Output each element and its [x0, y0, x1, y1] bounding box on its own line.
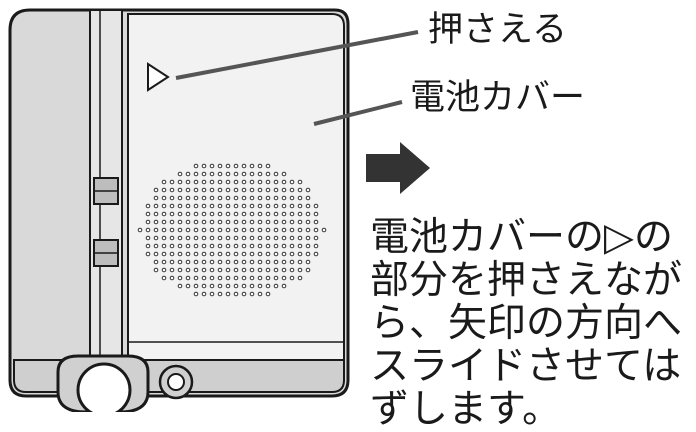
- instruction-line: ずします。: [370, 387, 562, 432]
- label-press: 押さえる: [428, 10, 567, 50]
- label-battery-cover: 電池カバー: [410, 78, 586, 118]
- leader-line-cover: [313, 100, 403, 126]
- device-body: [8, 8, 350, 412]
- battery-cover-panel: [127, 13, 345, 361]
- battery-cover-diagram: [8, 8, 430, 412]
- leader-line-press: [175, 30, 419, 80]
- instruction-line: 電池カバーの▷の: [370, 215, 673, 260]
- triangle-mark-icon: [147, 62, 170, 92]
- instruction-line: 部分を押さえなが: [370, 258, 683, 303]
- instruction-text: 電池カバーの▷の 部分を押さえなが ら、矢印の方向へ スライドさせては ずします…: [370, 216, 696, 431]
- strap-ring: [56, 354, 150, 412]
- instruction-line: スライドさせては: [370, 344, 682, 389]
- instruction-line: ら、矢印の方向へ: [370, 301, 683, 346]
- screw-icon: [158, 364, 194, 400]
- speaker-grille: [137, 163, 327, 297]
- slide-right-arrow-icon: [366, 142, 430, 194]
